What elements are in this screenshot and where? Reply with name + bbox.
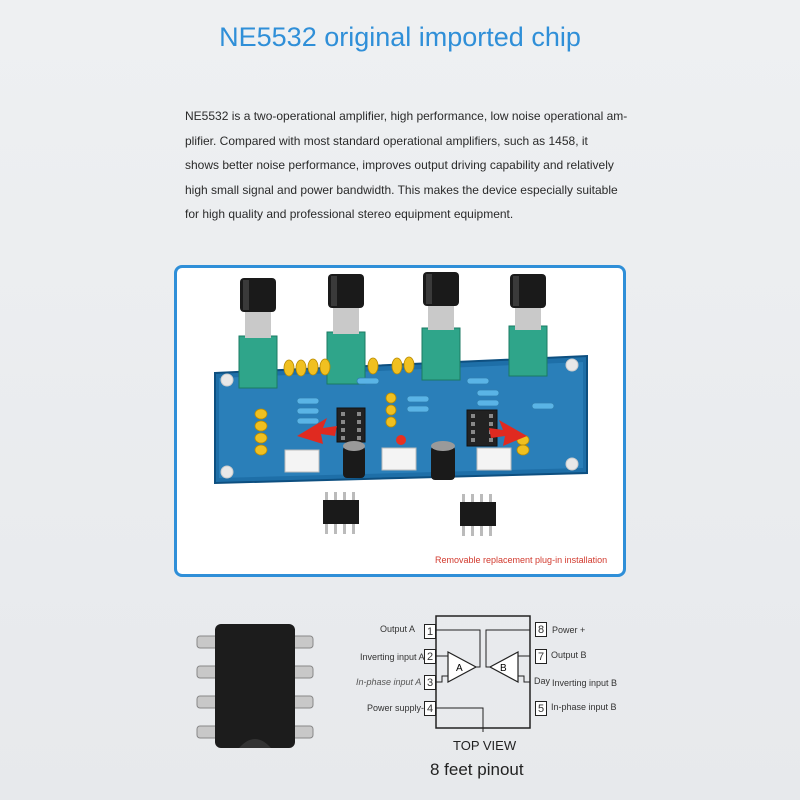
pin-label-1: Output A [380, 624, 416, 634]
pin-label-8: Power + [552, 625, 586, 635]
pin-label-7: Output B [551, 650, 587, 660]
pinout-caption: 8 feet pinout [430, 760, 524, 779]
pin-number-3: 3 [424, 675, 436, 690]
capacitors [254, 356, 530, 456]
resistors [296, 377, 555, 425]
potentiometer-knob [508, 274, 548, 377]
pin-label-2: Inverting input A [360, 652, 425, 662]
pin-number-4: 4 [424, 701, 436, 716]
potentiometer-knob [326, 274, 366, 385]
photo-caption: Removable replacement plug-in installati… [435, 555, 608, 565]
pin-number-2: 2 [424, 649, 436, 664]
pin-number-8: 8 [535, 622, 547, 637]
description-line: high small signal and power bandwidth. T… [185, 182, 618, 197]
amp-a-triangle [447, 650, 478, 684]
mount-hole [565, 457, 579, 471]
amp-b-triangle [488, 650, 519, 684]
pinout-diagram: A B [435, 615, 531, 732]
potentiometer-knob [238, 278, 278, 389]
led [396, 435, 406, 445]
connector [381, 447, 417, 471]
electrolytic-capacitor [431, 441, 455, 480]
product-photo: Removable replacement plug-in installati… [174, 265, 626, 577]
top-view-label: TOP VIEW [453, 738, 517, 753]
pin-label-3: In-phase input A [356, 677, 422, 687]
page-title: NE5532 original imported chip [219, 22, 581, 52]
pin-label-6: Inverting input B [552, 678, 618, 688]
stray-day-text: Day [534, 676, 551, 686]
pin-number-5: 5 [535, 701, 547, 716]
pin-number-7: 7 [535, 649, 547, 664]
connector [476, 447, 512, 471]
pin-number-1: 1 [424, 624, 436, 639]
connector [284, 449, 320, 473]
description-line: NE5532 is a two-operational amplifier, h… [185, 109, 628, 123]
mount-hole [220, 465, 234, 479]
description-line: plifier. Compared with most standard ope… [185, 133, 588, 148]
potentiometer-knob [421, 272, 461, 381]
pin-label-5: In-phase input B [551, 702, 617, 712]
description: NE5532 is a two-operational amplifier, h… [185, 104, 628, 227]
description-line: for high quality and professional stereo… [185, 207, 514, 221]
loose-chip [323, 492, 359, 534]
dip-chip-image [196, 624, 314, 748]
mount-hole [220, 373, 234, 387]
mount-hole [565, 358, 579, 372]
electrolytic-capacitor [343, 441, 365, 478]
amp-a-label: A [456, 663, 463, 674]
amp-b-label: B [500, 663, 507, 674]
red-arrow [489, 420, 527, 446]
description-line: shows better noise performance, improves… [185, 158, 614, 172]
red-arrow [297, 418, 337, 444]
pin-label-4: Power supply- [367, 703, 425, 713]
pcb-illustration [214, 272, 588, 536]
loose-chip [460, 494, 496, 536]
